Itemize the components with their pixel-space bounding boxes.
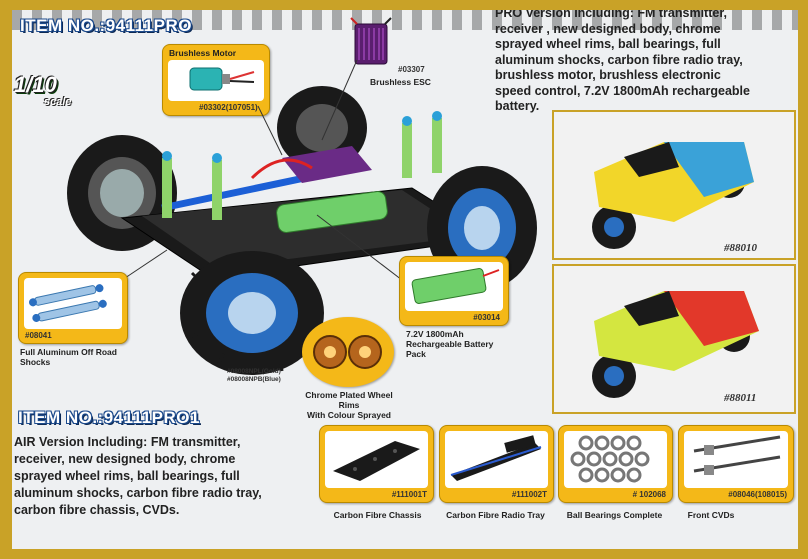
wheel-front-left [180, 251, 324, 375]
battery-photo [405, 262, 503, 311]
brushless-motor-box: Brushless Motor #03302(107051) [162, 44, 270, 116]
cvd-driveshaft-icon [693, 435, 781, 475]
battery-pack-icon [411, 268, 500, 304]
accessory-carbon-chassis: #111001T [319, 425, 434, 503]
esc-icon [350, 17, 392, 65]
red-truck-icon [592, 291, 759, 398]
battery-label: 7.2V 1800mAh Rechargeable Battery Pack [406, 329, 494, 359]
ball-bearings-code: # 102068 [632, 490, 666, 499]
ball-bearings-label: Ball Bearings Complete [566, 510, 663, 520]
motor-code: #03302(107051) [199, 103, 258, 112]
accessory-ball-bearings: # 102068 [558, 425, 673, 503]
front-cvds-photo [684, 431, 788, 488]
motor-icon [189, 67, 255, 91]
radio-tray-label: Carbon Fibre Radio Tray [446, 510, 545, 520]
top-item-title: ITEM NO.:94111PRO [20, 16, 192, 35]
carbon-chassis-label: Carbon Fibre Chassis [333, 510, 422, 520]
scale-fraction: 1/10 [14, 72, 57, 97]
blue-truck-icon [592, 142, 754, 249]
catalog-page: ITEM NO.:94111PRO PRO Version Including:… [12, 10, 798, 549]
front-cvds-code: #08046(108015) [728, 490, 787, 499]
front-shocks [162, 111, 442, 220]
radio-tray-photo [445, 431, 548, 488]
photo-code-88011: #88011 [724, 392, 757, 404]
ball-bearings-photo [564, 431, 667, 488]
scale-badge: 1/10 scale [14, 72, 84, 112]
front-cvds-label: Front CVDs [687, 510, 735, 520]
photo-88010: #88010 [552, 110, 796, 260]
rims-label: Chrome Plated Wheel Rims With Colour Spr… [305, 390, 393, 420]
carbon-chassis-code: #111001T [391, 490, 427, 499]
checker-strip [12, 10, 798, 30]
shocks-label: Full Aluminum Off Road Shocks [20, 347, 117, 367]
truck-chassis-illustration [67, 86, 537, 375]
motor-label: Brushless Motor [169, 48, 237, 58]
shock-absorber-icon [28, 284, 107, 322]
photo-88011: #88011 [552, 264, 796, 414]
carbon-chassis-photo [325, 431, 428, 488]
motor-photo [168, 60, 264, 101]
accessory-front-cvds: #08046(108015) [678, 425, 794, 503]
photo-code-88010: #88010 [724, 242, 757, 254]
ball-bearing-icon [570, 435, 650, 483]
chassis-plate-icon [333, 441, 420, 481]
esc-label: Brushless ESC [370, 77, 431, 87]
battery-box: #03014 [399, 256, 509, 326]
wheel-rim-icon [313, 335, 382, 369]
shocks-photo [24, 278, 122, 329]
rims-codes: #08008NPL(Gold) #08008NPB(Blue) [227, 368, 281, 383]
accessory-carbon-radio-tray: #111002T [439, 425, 554, 503]
scale-word: scale [44, 96, 72, 108]
bottom-item-title: ITEM NO.:94111PRO1 [18, 408, 200, 427]
rims-badge [302, 317, 394, 387]
shocks-box: #08041 [18, 272, 128, 344]
radio-tray-icon [450, 435, 542, 481]
top-item-description: PRO Version Including: FM transmitter, r… [495, 10, 750, 113]
bottom-item-description: AIR Version Including: FM transmitter, r… [14, 435, 262, 517]
shocks-code: #08041 [25, 331, 52, 340]
battery-code: #03014 [473, 313, 500, 322]
esc-code: #03307 [398, 65, 425, 74]
radio-tray-code: #111002T [511, 490, 547, 499]
